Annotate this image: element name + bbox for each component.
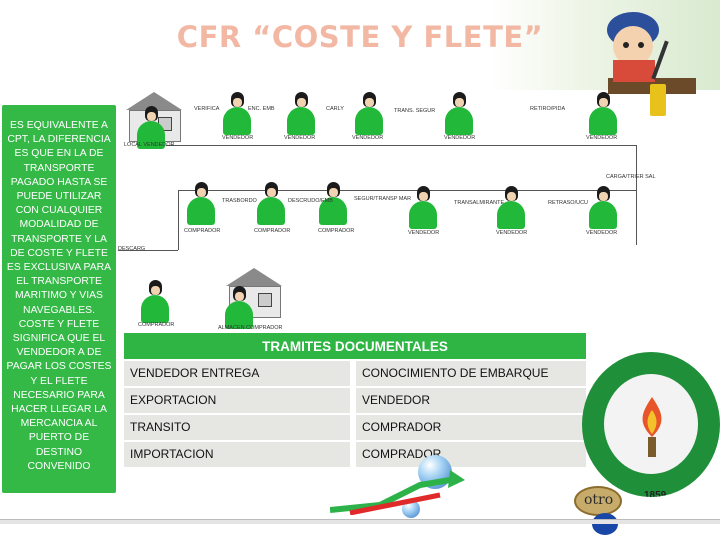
diagram-label: RETRASO/UCU	[548, 200, 589, 206]
table-cell: COMPRADOR	[356, 415, 586, 440]
person-icon	[496, 186, 526, 230]
person-icon	[140, 280, 170, 324]
flow-diagram: VERIFICA ENC. EMB CARLY TRANS. SEGUR RET…	[118, 90, 658, 335]
diagram-label: TRANS. SEGUR	[394, 108, 436, 114]
side-description: ES EQUIVALENTE A CPT, LA DIFERENCIA ES Q…	[6, 120, 112, 472]
growth-arrow-decoration	[330, 470, 465, 515]
diagram-label: DESCARG	[118, 246, 146, 252]
person-icon	[222, 92, 252, 136]
torch-icon	[642, 397, 662, 457]
top-right-background	[490, 0, 720, 90]
connector-line	[636, 145, 637, 245]
diagram-label: RETIRO/PIDA	[530, 106, 566, 112]
cup-icon	[650, 84, 666, 116]
table-header: TRAMITES DOCUMENTALES	[124, 333, 586, 359]
table-cell: CONOCIMIENTO DE EMBARQUE	[356, 361, 586, 386]
diagram-label: VENDEDOR	[352, 135, 384, 141]
page-title: CFR “COSTE Y FLETE”	[176, 20, 544, 54]
table-cell: VENDEDOR	[356, 388, 586, 413]
connector-line	[166, 145, 636, 146]
diagram-label: SEGUR/TRANSP MAR	[354, 196, 412, 202]
diagram-label: CARGA/TRIER SAL	[606, 174, 656, 180]
brand-logo: otro	[574, 486, 622, 516]
documents-table: TRAMITES DOCUMENTALES VENDEDOR ENTREGA C…	[124, 333, 586, 467]
table-row: EXPORTACION VENDEDOR	[124, 388, 586, 413]
person-icon	[186, 182, 216, 226]
diagram-label: VERIFICA	[194, 106, 220, 112]
table-row: VENDEDOR ENTREGA CONOCIMIENTO DE EMBARQU…	[124, 361, 586, 386]
diagram-label: VENDEDOR	[496, 230, 528, 236]
connector-line	[178, 190, 179, 250]
diagram-label: LOCAL VENDEDOR	[124, 142, 175, 148]
seal-year: 1859	[644, 490, 667, 497]
person-icon	[444, 92, 474, 136]
table-row: TRANSITO COMPRADOR	[124, 415, 586, 440]
person-icon	[224, 286, 254, 330]
diagram-label: COMPRADOR	[254, 228, 291, 234]
side-panel: ES EQUIVALENTE A CPT, LA DIFERENCIA ES Q…	[2, 105, 116, 493]
person-icon	[286, 92, 316, 136]
diagram-label: VENDEDOR	[586, 230, 618, 236]
table-row: IMPORTACION COMPRADOR	[124, 442, 586, 467]
person-icon	[318, 182, 348, 226]
table-cell: IMPORTACION	[124, 442, 350, 467]
person-icon	[354, 92, 384, 136]
diagram-label: VENDEDOR	[408, 230, 440, 236]
diagram-label: ALMACEN COMPRADOR	[218, 325, 283, 331]
diagram-label: COMPRADOR	[318, 228, 355, 234]
university-seal-logo: 1859	[582, 352, 720, 497]
person-icon	[408, 186, 438, 230]
diagram-label: VENDEDOR	[284, 135, 316, 141]
table-cell: VENDEDOR ENTREGA	[124, 361, 350, 386]
brand-logo-text: otro	[584, 492, 614, 508]
diagram-label: VENDEDOR	[444, 135, 476, 141]
connector-line	[178, 190, 636, 191]
person-icon	[136, 106, 166, 150]
table-cell: COMPRADOR	[356, 442, 586, 467]
diagram-label: DESCRUDO/EMB	[288, 198, 333, 204]
person-icon	[588, 92, 618, 136]
diagram-label: TRANSALMIRANTE	[454, 200, 505, 206]
footer-bar	[0, 519, 720, 524]
person-icon	[588, 186, 618, 230]
table-cell: EXPORTACION	[124, 388, 350, 413]
diagram-label: CARLY	[326, 106, 344, 112]
diagram-label: VENDEDOR	[222, 135, 254, 141]
table-cell: TRANSITO	[124, 415, 350, 440]
connector-line	[118, 250, 178, 251]
diagram-label: TRASBORDO	[222, 198, 257, 204]
red-logo-icon	[592, 513, 618, 535]
diagram-label: ENC. EMB	[248, 106, 275, 112]
diagram-label: COMPRADOR	[138, 322, 175, 328]
diagram-label: VENDEDOR	[586, 135, 618, 141]
diagram-label: COMPRADOR	[184, 228, 221, 234]
person-icon	[256, 182, 286, 226]
bubble-icon	[402, 500, 420, 518]
